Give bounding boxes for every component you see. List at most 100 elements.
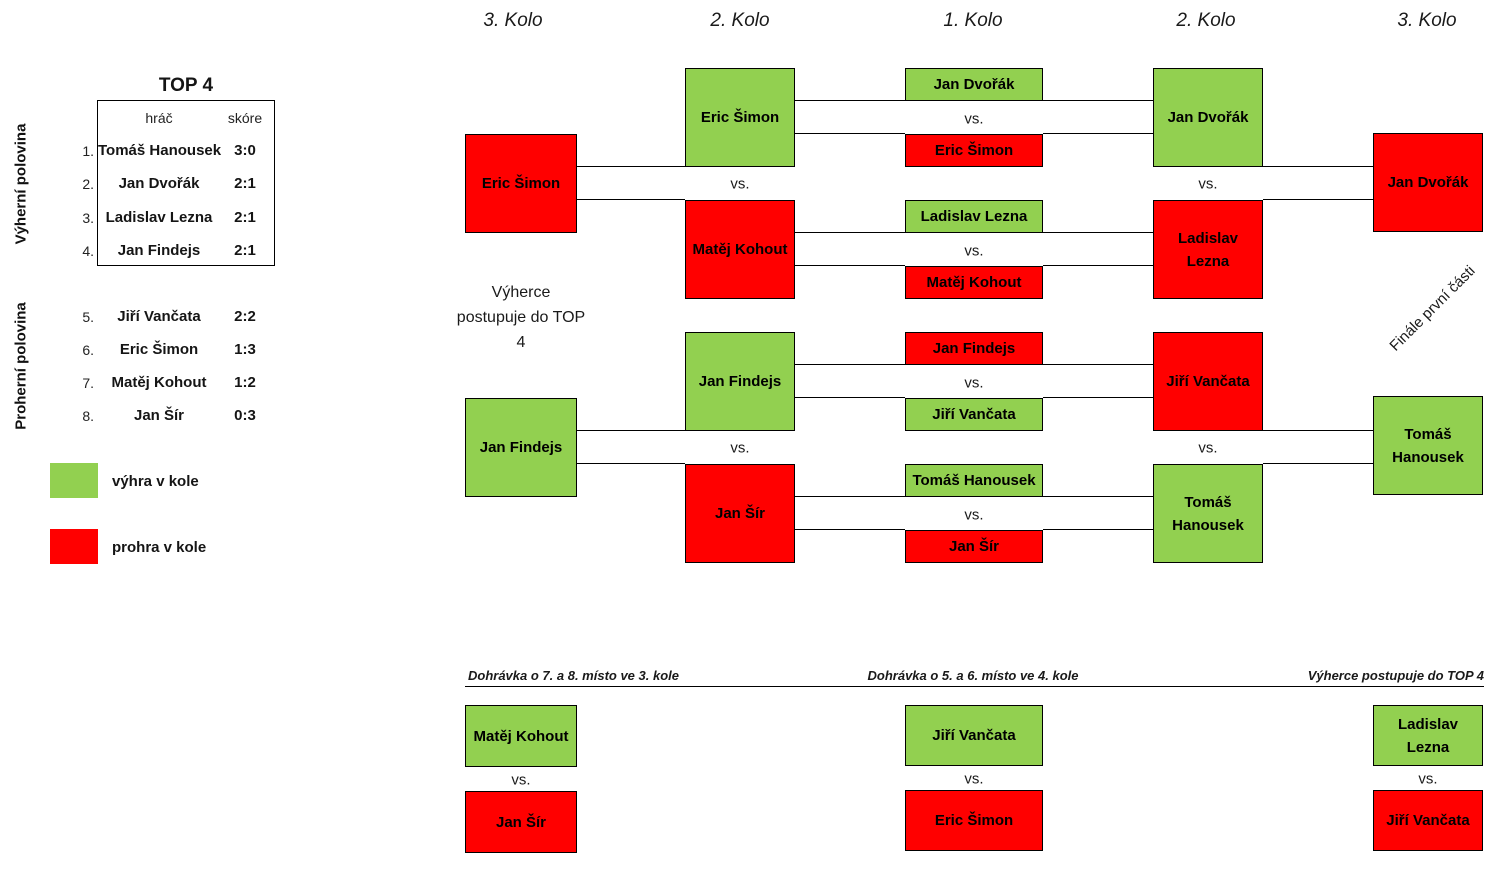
standings-score: 2:1 bbox=[234, 242, 256, 259]
top4-player-header: hráč bbox=[145, 110, 173, 126]
connector-line bbox=[795, 397, 905, 398]
connector-line bbox=[1043, 397, 1153, 398]
playoff-box-2-bottom: Eric Šimon bbox=[905, 790, 1043, 851]
standings-score: 2:1 bbox=[234, 209, 256, 226]
bracket-box-r2l-3: Jan Findejs bbox=[685, 332, 795, 431]
round-header-2kolo-right: 2. Kolo bbox=[1176, 10, 1236, 31]
connector-line bbox=[577, 166, 685, 167]
bracket-box-r1-m1-top: Jan Dvořák bbox=[905, 68, 1043, 101]
standings-score: 3:0 bbox=[234, 142, 256, 159]
bracket-box-r2r-2: Ladislav Lezna bbox=[1153, 200, 1263, 299]
round-header-3kolo-left: 3. Kolo bbox=[483, 10, 543, 31]
connector-line bbox=[577, 199, 685, 200]
legend-loss-swatch bbox=[50, 529, 98, 564]
vs-label: vs. bbox=[730, 439, 750, 457]
bracket-box-r1-m1-bottom: Eric Šimon bbox=[905, 134, 1043, 167]
playoff-box-2-top: Jiří Vančata bbox=[905, 705, 1043, 766]
standings-player: Jan Findejs bbox=[117, 242, 201, 259]
bracket-box-r2l-2: Matěj Kohout bbox=[685, 200, 795, 299]
standings-player: Jan Šír bbox=[133, 407, 185, 424]
bracket-box-r1-m2-top: Ladislav Lezna bbox=[905, 200, 1043, 233]
standings-player: Jan Dvořák bbox=[118, 175, 200, 192]
vs-label: vs. bbox=[964, 110, 984, 128]
standings-rank: 7. bbox=[82, 375, 94, 391]
standings-rank: 3. bbox=[82, 210, 94, 226]
vs-label: vs. bbox=[964, 506, 984, 524]
connector-line bbox=[1043, 364, 1153, 365]
connector-line bbox=[795, 265, 905, 266]
connector-line bbox=[795, 232, 905, 233]
legend-win-swatch bbox=[50, 463, 98, 498]
legend-loss-label: prohra v kole bbox=[112, 539, 207, 556]
connector-line bbox=[795, 496, 905, 497]
standings-rank: 6. bbox=[82, 342, 94, 358]
bracket-box-r1-m3-top: Jan Findejs bbox=[905, 332, 1043, 365]
connector-line bbox=[1043, 496, 1153, 497]
standings-rank: 5. bbox=[82, 309, 94, 325]
advance-note: Výherce postupuje do TOP 4 bbox=[456, 284, 586, 351]
connector-line bbox=[1263, 463, 1373, 464]
playoff-box-1-bottom: Jan Šír bbox=[465, 791, 577, 853]
winners-half-label: Výherní polovina bbox=[12, 123, 30, 245]
connector-line bbox=[795, 100, 905, 101]
standings-rank: 1. bbox=[82, 143, 94, 159]
vs-label: vs. bbox=[1198, 439, 1218, 457]
connector-line bbox=[1043, 265, 1153, 266]
connector-line bbox=[577, 463, 685, 464]
playoff-box-1-top: Matěj Kohout bbox=[465, 705, 577, 767]
bracket-box-r3r-1: Jan Dvořák bbox=[1373, 133, 1483, 232]
standings-player: Ladislav Lezna bbox=[105, 209, 213, 226]
standings-player: Eric Šimon bbox=[119, 341, 199, 358]
round-header-1kolo: 1. Kolo bbox=[943, 10, 1003, 31]
bracket-box-r3l-1: Eric Šimon bbox=[465, 134, 577, 233]
standings-score: 2:2 bbox=[234, 308, 256, 325]
round-header-3kolo-right: 3. Kolo bbox=[1397, 10, 1457, 31]
bracket-box-r2r-3: Jiří Vančata bbox=[1153, 332, 1263, 431]
finale-note: Finále první části bbox=[1386, 262, 1479, 355]
bracket-box-r2r-1: Jan Dvořák bbox=[1153, 68, 1263, 167]
playoff-label-3: Výherce postupuje do TOP 4 bbox=[1307, 668, 1484, 683]
connector-line bbox=[1043, 100, 1153, 101]
standings-score: 1:3 bbox=[234, 341, 256, 358]
standings-player: Jiří Vančata bbox=[117, 308, 201, 325]
playoff-label-2: Dohrávka o 5. a 6. místo ve 4. kole bbox=[867, 668, 1079, 683]
bracket-box-r1-m4-top: Tomáš Hanousek bbox=[905, 464, 1043, 497]
bracket-box-r2l-1: Eric Šimon bbox=[685, 68, 795, 167]
connector-line bbox=[1043, 232, 1153, 233]
playoff-box-3-top: Ladislav Lezna bbox=[1373, 705, 1483, 766]
standings-player: Matěj Kohout bbox=[111, 374, 207, 391]
standings-rank: 4. bbox=[82, 243, 94, 259]
bracket-box-r2l-4: Jan Šír bbox=[685, 464, 795, 563]
connector-line bbox=[1263, 199, 1373, 200]
top4-score-header: skóre bbox=[227, 110, 263, 126]
vs-label: vs. bbox=[964, 770, 984, 788]
connector-line bbox=[1043, 529, 1153, 530]
standings-score: 0:3 bbox=[234, 407, 256, 424]
standings-rank: 2. bbox=[82, 176, 94, 192]
bracket-box-r2r-4: Tomáš Hanousek bbox=[1153, 464, 1263, 563]
bracket-box-r1-m4-bottom: Jan Šír bbox=[905, 530, 1043, 563]
bracket-box-r3r-2: Tomáš Hanousek bbox=[1373, 396, 1483, 495]
connector-line bbox=[795, 529, 905, 530]
vs-label: vs. bbox=[511, 771, 531, 789]
playoff-box-3-bottom: Jiří Vančata bbox=[1373, 790, 1483, 851]
connector-line bbox=[1263, 166, 1373, 167]
vs-label: vs. bbox=[1418, 770, 1438, 788]
top4-title: TOP 4 bbox=[158, 75, 214, 96]
connector-line bbox=[1043, 133, 1153, 134]
standings-score: 1:2 bbox=[234, 374, 256, 391]
connector-line bbox=[795, 364, 905, 365]
bracket-box-r1-m3-bottom: Jiří Vančata bbox=[905, 398, 1043, 431]
standings-score: 2:1 bbox=[234, 175, 256, 192]
connector-line bbox=[577, 430, 685, 431]
playoff-divider-line bbox=[465, 686, 1484, 687]
connector-line bbox=[1263, 430, 1373, 431]
losers-half-label: Proherní polovina bbox=[12, 302, 30, 430]
bracket-box-r3l-2: Jan Findejs bbox=[465, 398, 577, 497]
standings-player: Tomáš Hanousek bbox=[98, 142, 222, 159]
vs-label: vs. bbox=[964, 242, 984, 260]
top4-table-border bbox=[97, 100, 275, 266]
legend-win-label: výhra v kole bbox=[112, 473, 199, 490]
bracket-box-r1-m2-bottom: Matěj Kohout bbox=[905, 266, 1043, 299]
